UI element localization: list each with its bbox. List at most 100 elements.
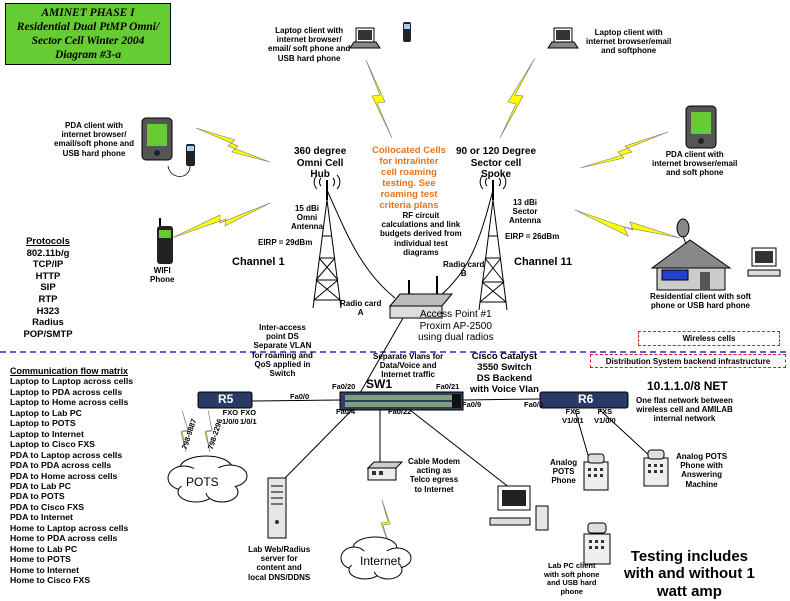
hard-phone-icon — [167, 144, 195, 177]
network-title: 10.1.1.0/8 NET — [647, 379, 728, 393]
wifi-phone-icon — [157, 218, 173, 264]
channel-11-label: Channel 11 — [514, 256, 573, 268]
protocol-item: Radius — [32, 317, 64, 329]
analog-phone-icon — [583, 453, 609, 491]
hard-phone-icon — [403, 22, 411, 42]
pda-icon — [141, 117, 173, 161]
pots-cloud-label: POTS — [186, 475, 219, 489]
flow-item: Home to POTS — [10, 554, 71, 565]
flow-item: PDA to Lab PC — [10, 480, 71, 491]
pda-icon — [685, 105, 717, 149]
flow-item: Home to Internet — [10, 564, 80, 575]
diagram-title-box: AMINET PHASE I Residential Dual PtMP Omn… — [5, 3, 171, 65]
residential-house-icon — [650, 218, 732, 291]
flow-item: Laptop to Cisco FXS — [10, 439, 95, 450]
laptop-icon — [349, 27, 381, 49]
port-label: Fa0/21 — [436, 382, 460, 391]
switch-sw1-label: SW1 — [366, 377, 393, 391]
antenna-cable — [439, 189, 494, 297]
protocol-item: SIP — [40, 282, 56, 294]
wireless-cells-zone: Wireless cells — [638, 331, 780, 346]
answering-machine-phone-icon — [643, 449, 669, 487]
omni-antenna-tower — [312, 174, 342, 309]
antenna-cable — [326, 189, 396, 299]
analog-phone-icon — [583, 522, 611, 565]
desktop-pc-icon — [747, 247, 781, 277]
flow-item: Laptop to PDA across cells — [10, 386, 123, 397]
port-label: Fa0/22 — [388, 407, 412, 416]
title-line: Residential Dual PtMP Omni/ — [16, 20, 160, 33]
eirp-sector-label: EIRP = 26dBm — [505, 232, 560, 241]
flow-item: PDA to Home across cells — [10, 470, 118, 481]
flow-item: PDA to PDA across cells — [10, 460, 112, 471]
flow-item: PDA to Cisco FXS — [10, 501, 85, 512]
protocol-item: 802.11b/g — [26, 247, 70, 259]
eirp-omni-label: EIRP = 29dBm — [258, 238, 313, 247]
protocol-item: TCP/IP — [32, 259, 64, 271]
title-line: AMINET PHASE I — [41, 6, 135, 19]
protocol-item: HTTP — [35, 270, 61, 282]
flow-item: Laptop to Lab PC — [10, 407, 82, 418]
flow-item: Laptop to Laptop across cells — [10, 376, 134, 387]
distribution-system-zone: Distribution System backend infrastructu… — [590, 354, 786, 368]
flow-item: Laptop to Home across cells — [10, 397, 129, 408]
flow-item: Home to PDA across cells — [10, 533, 118, 544]
internet-cloud-label: Internet — [360, 554, 401, 568]
flow-item: PDA to Internet — [10, 512, 73, 523]
title-line: Diagram #3-a — [54, 49, 122, 62]
cable-modem-icon — [366, 461, 404, 481]
network-links — [251, 317, 653, 489]
protocol-item: RTP — [38, 293, 58, 305]
port-label: Fa0/9 — [462, 400, 482, 409]
lab-pc-icon — [489, 485, 549, 531]
title-line: Sector Cell Winter 2004 — [31, 35, 145, 47]
lab-server-icon — [267, 477, 287, 539]
protocols-list: Protocols 802.11b/g TCP/IP HTTP SIP RTP … — [18, 236, 78, 340]
flow-item: Laptop to POTS — [10, 418, 76, 429]
communication-flow-matrix: Communication flow matrix Laptop to Lapt… — [10, 366, 133, 586]
router-r6-label: R6 — [578, 392, 594, 406]
router-r5-label: R5 — [218, 392, 234, 406]
flow-item: Home to Cisco FXS — [10, 575, 91, 586]
router-r6 — [539, 391, 629, 409]
port-label: Fa0/4 — [336, 407, 356, 416]
protocols-header: Protocols — [26, 236, 70, 247]
laptop-icon — [547, 27, 579, 49]
port-label: Fa0/0 — [290, 392, 310, 401]
router-r5 — [197, 391, 253, 409]
flow-matrix-header: Communication flow matrix — [10, 366, 129, 376]
flow-item: Home to Lab PC — [10, 543, 78, 554]
pots-cloud — [167, 455, 248, 503]
internet-cloud — [340, 536, 412, 580]
switch-sw1 — [339, 391, 464, 411]
flow-item: Home to Laptop across cells — [10, 522, 129, 533]
protocol-item: POP/SMTP — [23, 328, 73, 340]
channel-1-label: Channel 1 — [232, 256, 285, 268]
sector-antenna-tower — [478, 174, 508, 311]
flow-item: Laptop to Internet — [10, 428, 84, 439]
port-label: Fa0/20 — [332, 382, 356, 391]
